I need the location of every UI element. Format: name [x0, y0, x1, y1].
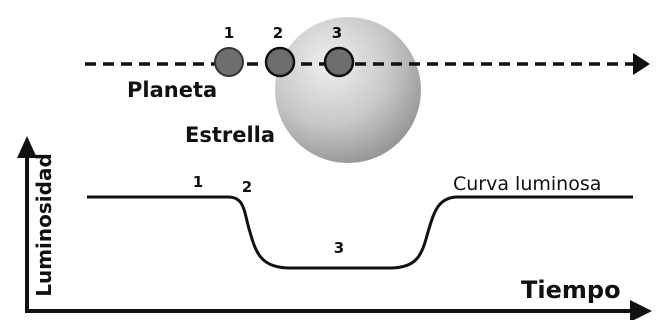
- planet-position-3: [323, 46, 355, 78]
- star: [275, 17, 421, 163]
- curve-number-2: 2: [242, 178, 252, 196]
- planet-position-2: [264, 46, 296, 78]
- planet-position-1: [214, 47, 244, 77]
- transit-number-2: 2: [273, 24, 283, 42]
- transit-number-3: 3: [332, 24, 342, 42]
- x-axis-arrowhead: [630, 300, 652, 322]
- y-axis-arrowhead: [17, 136, 37, 158]
- star-label: Estrella: [185, 123, 275, 147]
- curve-number-1: 1: [193, 173, 203, 191]
- planet-label: Planeta: [127, 78, 217, 102]
- x-axis-label: Tiempo: [521, 276, 621, 304]
- transit-number-1: 1: [224, 24, 234, 42]
- light-curve-label: Curva luminosa: [453, 173, 601, 195]
- planet-path-arrowhead: [633, 53, 650, 75]
- y-axis-label: Luminosidad: [32, 153, 56, 297]
- curve-number-3: 3: [334, 239, 344, 257]
- light-curve: [87, 195, 633, 270]
